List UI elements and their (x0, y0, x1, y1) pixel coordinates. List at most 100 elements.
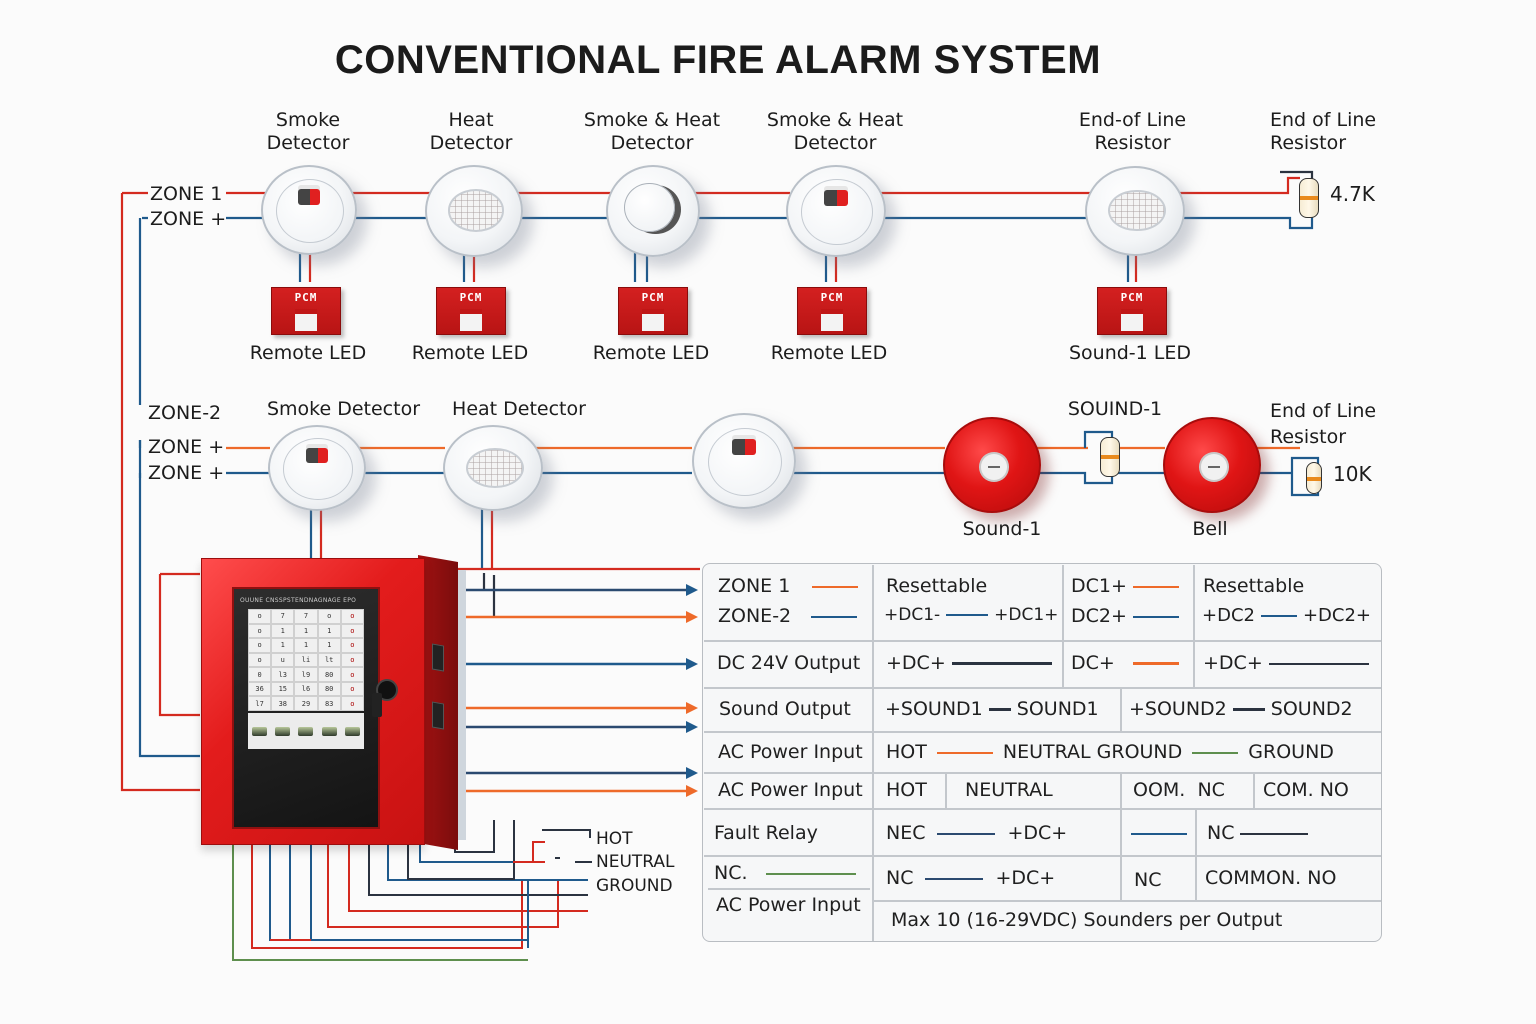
table-cell: +DC+ (1203, 652, 1375, 674)
table-row-label: DC 24V Output (717, 652, 861, 674)
table-cell: NC (1207, 822, 1314, 844)
diagram-title: CONVENTIONAL FIRE ALARM SYSTEM (334, 38, 1102, 82)
table-cell: +DC2+DC2+ (1202, 605, 1372, 626)
panel-zone-indicator: 15 (271, 681, 295, 697)
panel-zone-indicator: o (340, 638, 364, 653)
panel-zone-indicator: 1 (317, 638, 341, 653)
bell-icon[interactable] (1163, 417, 1261, 513)
table-row-label: AC Power Input (718, 741, 863, 763)
panel-zone-indicator: o (340, 667, 364, 682)
table-cell: Resettable (886, 575, 988, 597)
panel-button[interactable] (298, 726, 314, 736)
panel-zone-indicator: o (248, 609, 272, 624)
eol-resistor-value: 10K (1333, 462, 1372, 486)
table-row-label: AC Power Input (716, 894, 861, 916)
inline-resistor-icon (1100, 437, 1120, 477)
remote-led-icon: PCM (271, 287, 341, 335)
zone2-plus-label-2: ZONE + (148, 462, 225, 484)
table-cell: NC+DC+ (886, 867, 1056, 889)
panel-zone-indicator: li (294, 652, 318, 668)
remote-led-icon: PCM (436, 287, 506, 335)
zone2-blue-wire (226, 430, 1320, 497)
zone2-plus-label: ZONE + (148, 436, 225, 458)
panel-zone-indicator: 1 (317, 623, 341, 639)
table-cell: OOM. NC (1133, 779, 1225, 801)
left-red-bus (120, 193, 200, 792)
panel-zone-indicator: l9 (294, 667, 318, 682)
panel-zone-indicator: 80 (317, 667, 341, 682)
table-row-zone: ZONE 1 (718, 575, 864, 597)
sounder-icon[interactable] (943, 417, 1041, 513)
device-label: Smoke Detector (266, 398, 421, 420)
remote-led-icon: PCM (797, 287, 867, 335)
heat-detector-icon[interactable] (443, 425, 543, 511)
table-row-label: AC Power Input (718, 779, 863, 801)
sound-led-icon: PCM (1097, 287, 1167, 335)
panel-zone-indicator: l7 (248, 696, 272, 711)
wiring-table (702, 563, 1382, 942)
panel-zone-indicator: o (340, 696, 364, 711)
smoke-detector-icon[interactable] (261, 165, 357, 255)
left-red-loop (158, 572, 200, 717)
smoke-detector-icon[interactable] (692, 413, 796, 509)
panel-zone-indicator: l6 (294, 681, 318, 697)
smoke-detector-icon[interactable] (268, 425, 366, 511)
panel-zone-indicator: o (340, 623, 364, 639)
table-cell: HOT (886, 779, 927, 801)
table-cell: Resettable (1203, 575, 1305, 597)
panel-button[interactable] (321, 726, 337, 736)
panel-zone-indicator: 1 (271, 623, 295, 639)
eol-resistor-icon (1306, 462, 1322, 494)
smoke-heat-detector-icon[interactable] (606, 165, 700, 257)
smoke-detector-icon[interactable] (786, 165, 886, 257)
eol-resistor-icon (1299, 178, 1319, 218)
panel-switch-icon[interactable] (432, 701, 444, 730)
ac-terminal-neutral: NEUTRAL (596, 852, 675, 872)
left-blue-bus (138, 218, 200, 758)
table-cell: NC (1134, 869, 1162, 891)
panel-zone-indicator: 83 (317, 696, 341, 711)
zone1-plus-label: ZONE + (150, 208, 227, 230)
zone2-label: ZONE-2 (148, 402, 222, 424)
panel-zone-indicator: 38 (271, 696, 295, 711)
heat-detector-icon[interactable] (425, 165, 523, 257)
heat-detector-icon[interactable] (1085, 166, 1185, 256)
zone1-red-wire (122, 176, 1300, 195)
panel-buttons (248, 713, 364, 749)
sounder-label: Sound-1 (962, 518, 1042, 540)
table-cell: DC2+ (1071, 605, 1185, 627)
led-label: Remote LED (411, 342, 529, 364)
panel-zone-indicator: o (340, 652, 364, 668)
panel-switch-icon[interactable] (432, 643, 444, 672)
panel-button[interactable] (344, 726, 360, 736)
panel-zone-indicator: o (248, 652, 272, 668)
zone1-label: ZONE 1 (150, 183, 223, 205)
table-row-label: Fault Relay (714, 822, 818, 844)
panel-button[interactable] (252, 726, 268, 736)
panel-button[interactable] (275, 726, 291, 736)
table-cell: COMMON. NO (1205, 867, 1337, 889)
device-label: Heat Detector (452, 398, 586, 420)
panel-zone-indicator: 1 (271, 638, 295, 653)
remote-led-icon: PCM (618, 287, 688, 335)
panel-zone-indicator: o (340, 681, 364, 697)
ac-terminal-hot: HOT (596, 829, 633, 849)
ac-terminal-ground: GROUND (596, 876, 673, 896)
panel-zone-indicator: lt (317, 652, 341, 668)
table-cell: COM. NO (1263, 779, 1349, 801)
panel-zone-indicator: 80 (317, 681, 341, 697)
panel-zone-indicator: 0 (248, 667, 272, 682)
panel-key-icon (372, 693, 382, 717)
led-label: Sound-1 LED (1068, 342, 1192, 364)
panel-zone-indicator: 7 (294, 609, 318, 624)
table-row-label: NC. (714, 862, 862, 884)
